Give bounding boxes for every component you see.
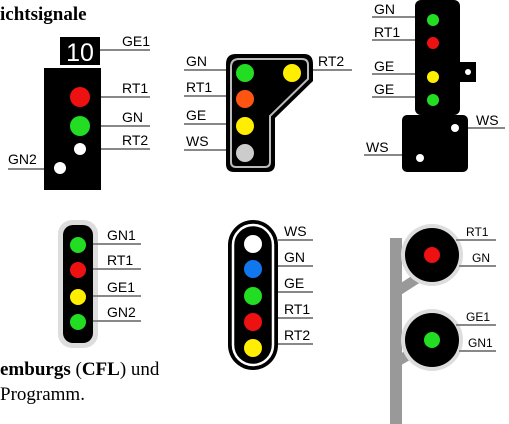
- label-ws-left: WS: [366, 139, 389, 155]
- label-ws: WS: [284, 223, 307, 239]
- caption-line-2: Programm.: [0, 384, 85, 405]
- lamp-rt2-white: [74, 143, 86, 155]
- signal-1: 10 GE1 RT1 GN RT2 GN2: [8, 33, 150, 190]
- lamp-gn1: [70, 237, 86, 253]
- lamp-gn: [70, 116, 90, 136]
- lamp-ws-left: [416, 154, 424, 162]
- page-heading: ichtsignale: [0, 4, 87, 25]
- lamp-rt2: [244, 339, 262, 357]
- signal-2-body: [226, 54, 313, 172]
- signal-4-body: [63, 225, 93, 343]
- speed-plate-number: 10: [66, 39, 94, 67]
- label-rt2: RT2: [318, 53, 344, 69]
- lamp-gn2: [70, 314, 86, 330]
- label-ge: GE: [284, 275, 304, 291]
- lamp-rt2: [283, 64, 301, 82]
- lamp-ge: [427, 71, 439, 83]
- label-gn: GN: [284, 249, 305, 265]
- signal-3-box: [402, 115, 468, 172]
- lamp-rt1: [424, 247, 440, 263]
- lamp-ws: [236, 144, 254, 162]
- label-rt1: RT1: [284, 301, 310, 317]
- signal-6: RT1 GN GE1 GN1: [390, 224, 496, 424]
- lamp-ws: [244, 235, 262, 253]
- label-gn2: GN2: [107, 304, 136, 320]
- lamp-rt1: [70, 262, 86, 278]
- label-gn1: GN1: [107, 227, 136, 243]
- label-ws-right: WS: [476, 112, 499, 128]
- signal-3: GN RT1 GE GE WS WS: [364, 0, 505, 172]
- caption-bold-2: CFL: [81, 359, 120, 380]
- label-gn1: GN1: [468, 336, 493, 350]
- label-gn: GN: [186, 53, 207, 69]
- lamp-rt1: [427, 37, 439, 49]
- lamp-gn2-white: [54, 162, 66, 174]
- lamp-rt1: [70, 87, 90, 107]
- signal-2: GN RT1 GE WS RT2: [184, 53, 352, 172]
- signal-6-mast: [390, 238, 402, 424]
- label-ge1: GE1: [122, 33, 150, 49]
- lamp-gn: [236, 64, 254, 82]
- label-ge2: GE: [374, 81, 394, 97]
- lamp-rt1: [236, 90, 254, 108]
- label-rt2: RT2: [284, 327, 310, 343]
- signal-2-outline: [230, 58, 309, 168]
- label-rt1: RT1: [466, 225, 489, 239]
- lamp-ge: [244, 287, 262, 305]
- speed-plate: [60, 37, 100, 65]
- label-ge1: GE1: [466, 310, 490, 324]
- signal-5-outline: [231, 223, 275, 367]
- label-rt2: RT2: [122, 132, 148, 148]
- signal-4: GN1 RT1 GE1 GN2: [58, 220, 141, 348]
- lamp-ge: [236, 117, 254, 135]
- lamp-ge1: [70, 289, 86, 305]
- label-ws: WS: [186, 133, 209, 149]
- label-rt1: RT1: [186, 79, 212, 95]
- caption-text: emburgs (CFL) und Programm.: [0, 357, 159, 407]
- label-ge1: GE1: [107, 279, 135, 295]
- lamp-ge2: [427, 94, 439, 106]
- label-rt1: RT1: [122, 80, 148, 96]
- caption-bold-1: emburgs: [0, 359, 71, 380]
- label-rt1: RT1: [107, 252, 133, 268]
- signal-3-body-top: [415, 0, 460, 115]
- caption-text-2: ) und: [119, 359, 160, 380]
- caption-text-1: (: [70, 359, 82, 380]
- label-rt1: RT1: [374, 24, 400, 40]
- label-gn: GN: [472, 251, 490, 265]
- label-ge: GE: [374, 58, 394, 74]
- lamp-rt1: [244, 313, 262, 331]
- label-gn: GN: [374, 1, 395, 17]
- lamp-ge1: [424, 332, 440, 348]
- lamp-ws-right: [451, 124, 459, 132]
- bracket-dot: [465, 69, 471, 75]
- lamp-gn: [427, 14, 439, 26]
- label-gn: GN: [122, 109, 143, 125]
- label-ge: GE: [186, 107, 206, 123]
- label-gn2: GN2: [8, 151, 37, 167]
- signal-5: WS GN GE RT1 RT2: [228, 220, 313, 370]
- lamp-gn: [244, 260, 262, 278]
